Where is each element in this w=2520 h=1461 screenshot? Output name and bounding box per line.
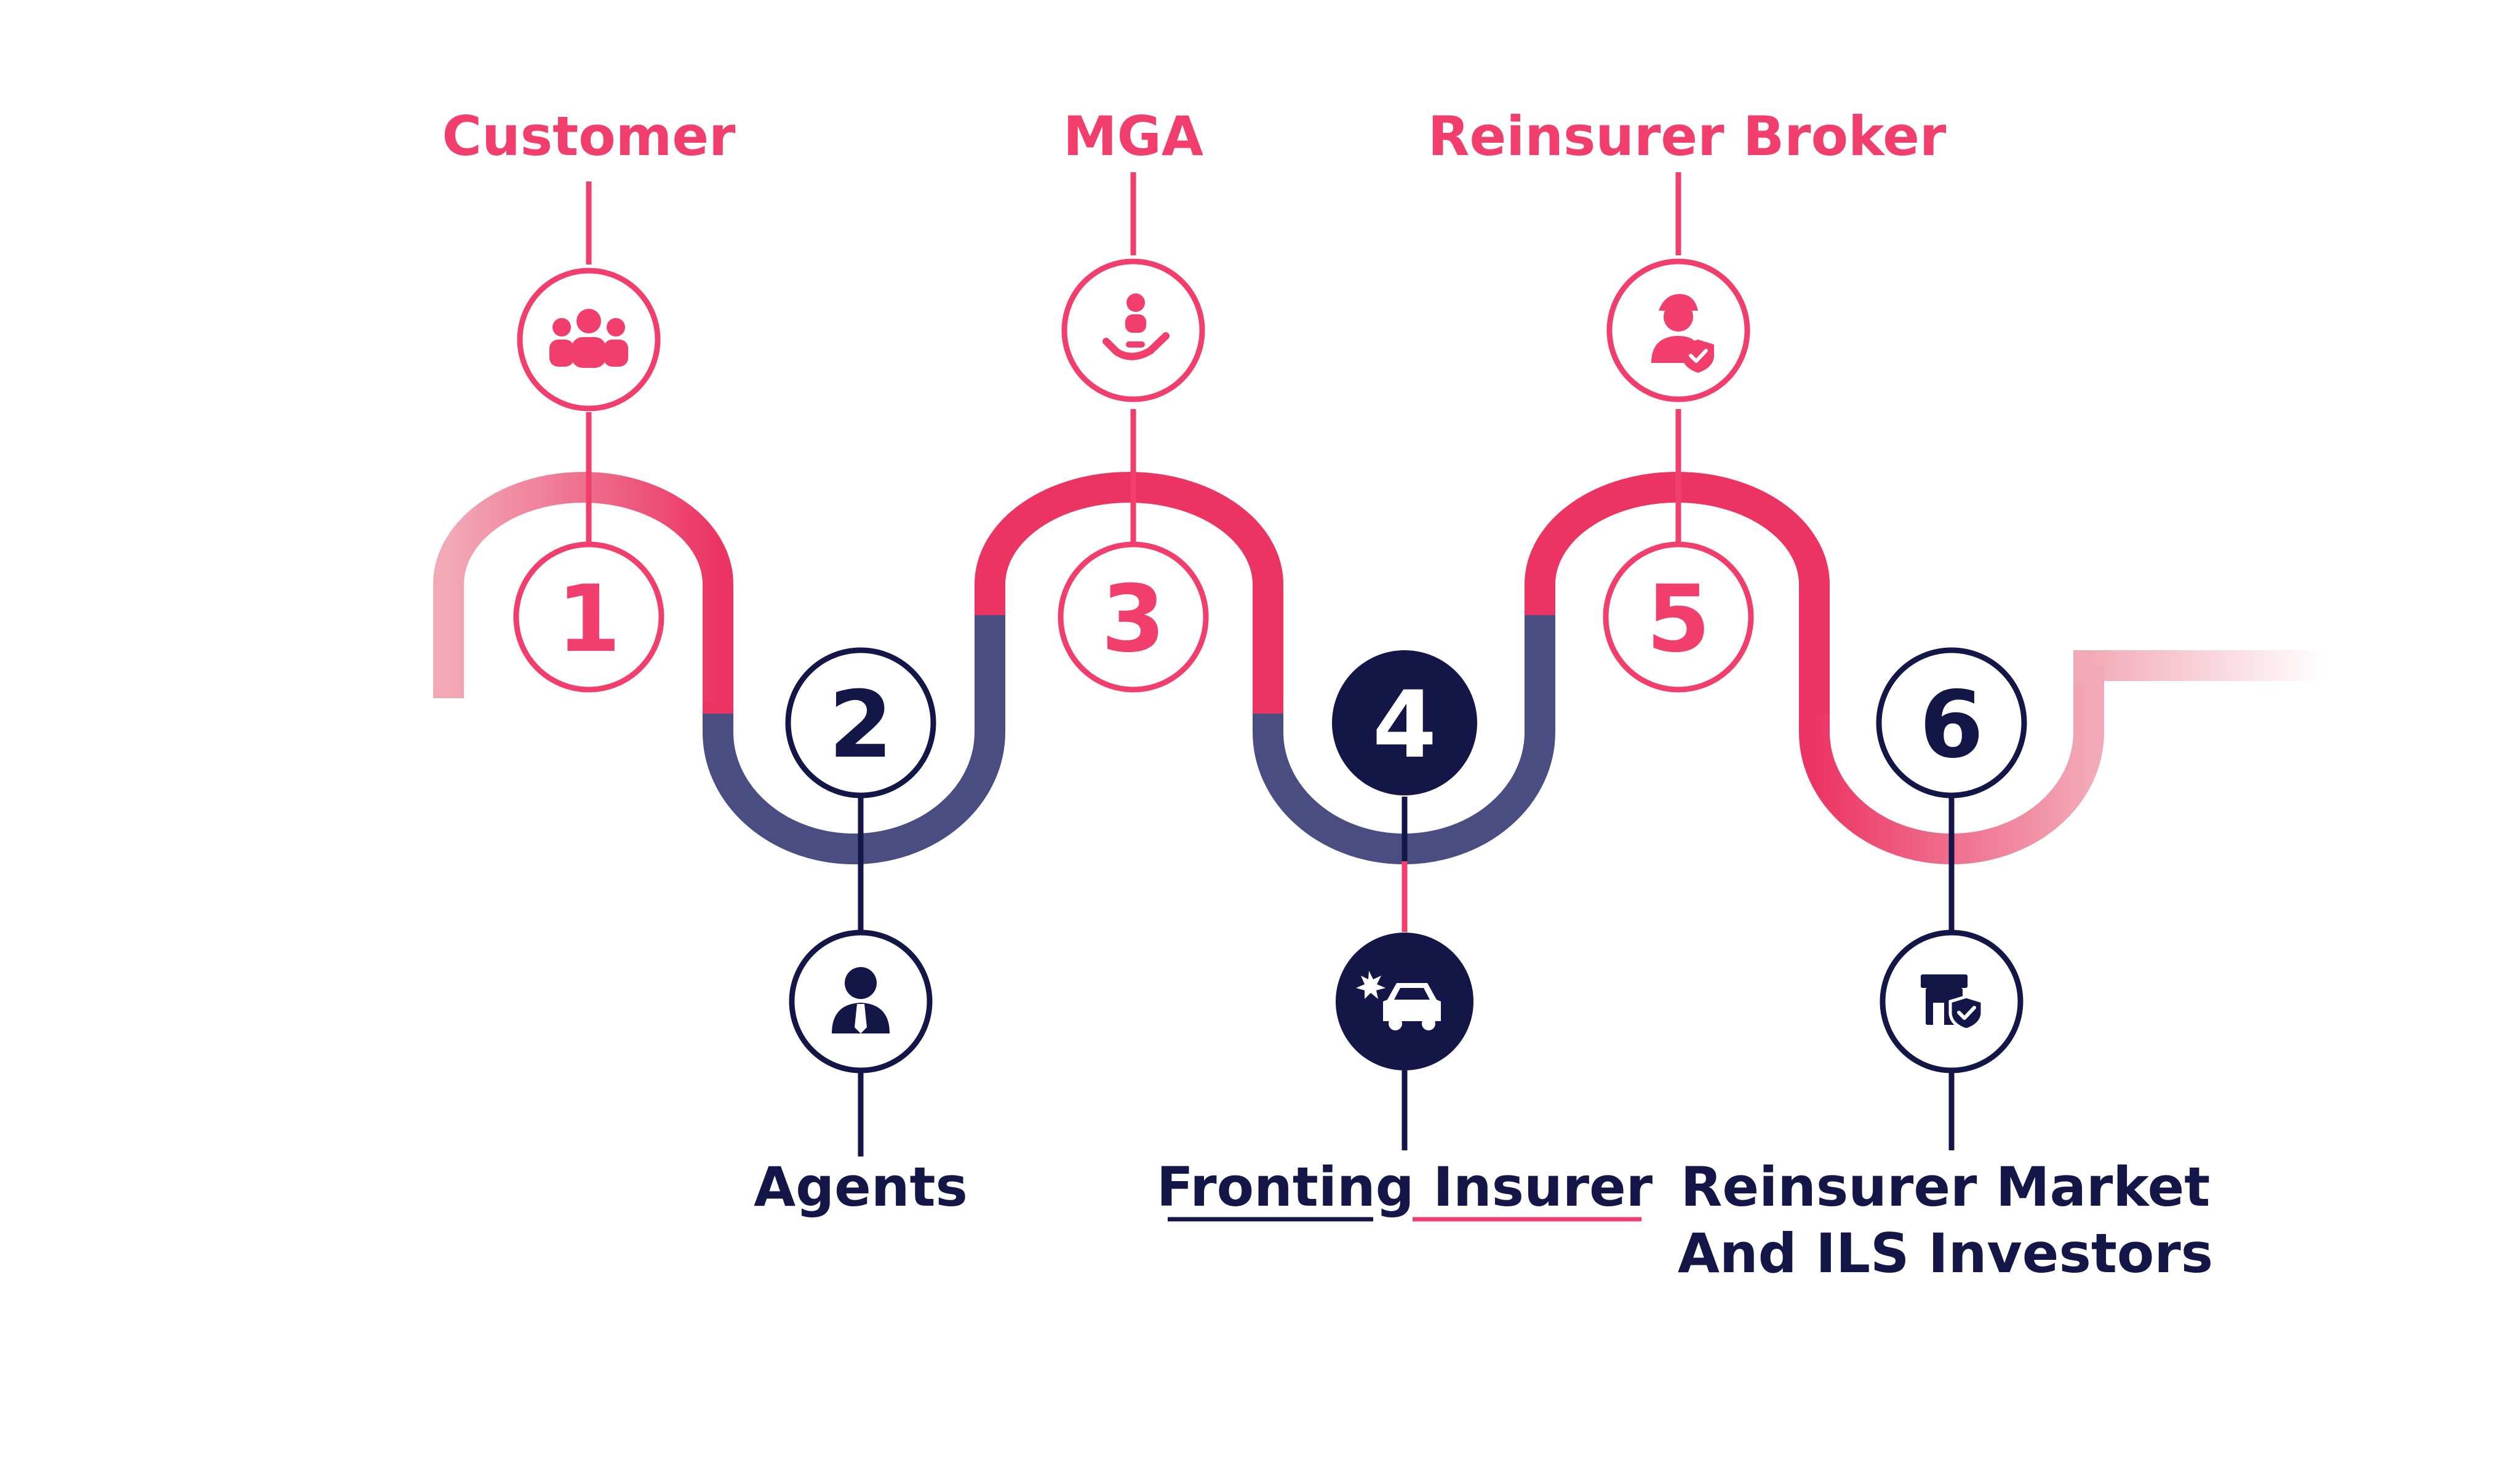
step-label-line-2: And ILS Investors	[1678, 1222, 2213, 1285]
step-number: 4	[1373, 672, 1437, 779]
step-number: 2	[829, 672, 893, 779]
step-label: Fronting Insurer	[1157, 1155, 1653, 1219]
hand-person-icon	[1102, 293, 1170, 360]
agent-icon	[832, 967, 890, 1033]
track-bowl-1	[703, 591, 1005, 864]
number-circle	[1603, 541, 1754, 693]
track-arch-2	[975, 472, 1283, 714]
step-1: 1 Customer	[442, 105, 736, 693]
step-label: Agents	[754, 1155, 968, 1219]
track-lead-out	[2073, 650, 2326, 683]
step-4: 4 Fronting Insurer	[1157, 650, 1653, 1222]
step-3: 3 MGA	[1058, 105, 1209, 693]
number-circle	[1332, 650, 1477, 795]
number-circle	[1876, 647, 2027, 798]
number-circle	[785, 647, 936, 798]
number-circle	[1058, 541, 1209, 693]
step-2: 2 Agents	[754, 647, 968, 1219]
icon-circle	[789, 930, 933, 1073]
step-6: 6 Reinsurer Market And ILS Investors	[1678, 647, 2213, 1285]
people-group-icon	[549, 309, 628, 368]
step-5: 5 Reinsurer Broker	[1428, 105, 1947, 693]
step-number: 5	[1646, 566, 1710, 673]
step-number: 6	[1920, 672, 1984, 779]
step-number: 3	[1101, 566, 1165, 673]
step-number: 1	[557, 566, 621, 673]
step-label: Customer	[442, 105, 736, 168]
track	[215, 472, 2326, 864]
track-arch-1	[433, 472, 733, 714]
broker-shield-icon	[1651, 294, 1714, 373]
car-crash-icon	[1356, 971, 1441, 1030]
step-label: MGA	[1063, 105, 1203, 168]
step-label-line-1: Reinsurer Market	[1681, 1155, 2211, 1219]
store-shield-icon	[1921, 974, 1984, 1032]
step-label: Reinsurer Broker	[1428, 105, 1947, 168]
number-circle	[513, 541, 664, 693]
